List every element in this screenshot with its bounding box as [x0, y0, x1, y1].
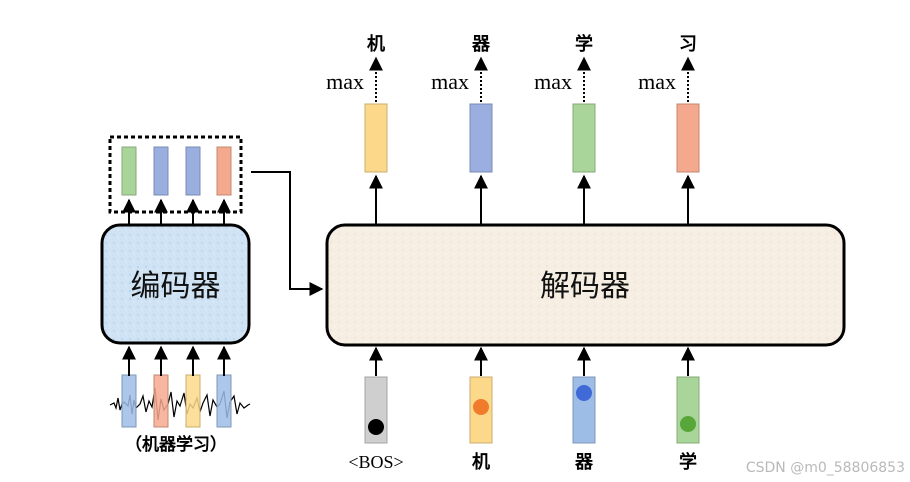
bos-token-label: <BOS>: [348, 452, 403, 472]
input-token-dot: [368, 419, 384, 435]
output-distribution-vector: [572, 103, 596, 173]
encoder-to-decoder-arrow: [251, 171, 324, 296]
output-token: 机: [367, 34, 385, 55]
encoder-input-frame: [121, 374, 137, 428]
output-distribution-vector: [676, 103, 700, 173]
max-label: max: [534, 69, 572, 94]
encoder-input-frames: [121, 345, 232, 428]
encoder-output-group: [108, 135, 243, 214]
output-token: 习: [679, 34, 697, 55]
output-token: 学: [575, 33, 593, 55]
encoder-block: [100, 223, 251, 345]
encoder-input-frame: [216, 374, 232, 428]
encoder-input-frame: [153, 374, 169, 428]
input-token-dot: [576, 385, 592, 401]
decoder-input-vector: [676, 376, 700, 444]
decoder-inputs: <BOS> 机 器 学: [348, 346, 700, 473]
output-distribution-vector: [469, 103, 493, 173]
output-distribution-vector: [364, 103, 388, 173]
encoder-output-vector: [216, 146, 232, 196]
output-token: 器: [471, 34, 491, 55]
input-token-dot: [680, 416, 696, 432]
max-label: max: [638, 69, 676, 94]
max-label: max: [326, 69, 364, 94]
decoder-label: 解码器: [540, 269, 630, 304]
encoder-output-vector: [121, 146, 137, 196]
input-token-label: 机: [472, 452, 490, 473]
input-token-label: 器: [574, 452, 594, 473]
encoder-output-vectors: [121, 146, 232, 224]
decoder-block: [325, 223, 846, 347]
encoder-input-caption: （机器学习）: [125, 434, 227, 455]
encoder-output-vector: [153, 146, 169, 196]
input-token-label: 学: [679, 451, 697, 473]
input-token-dot: [473, 399, 489, 415]
encoder-label: 编码器: [131, 269, 221, 304]
max-label: max: [431, 69, 469, 94]
encoder-output-vector: [185, 146, 201, 196]
watermark: CSDN @m0_58806853: [746, 460, 905, 476]
encoder-input-frame: [185, 374, 201, 428]
